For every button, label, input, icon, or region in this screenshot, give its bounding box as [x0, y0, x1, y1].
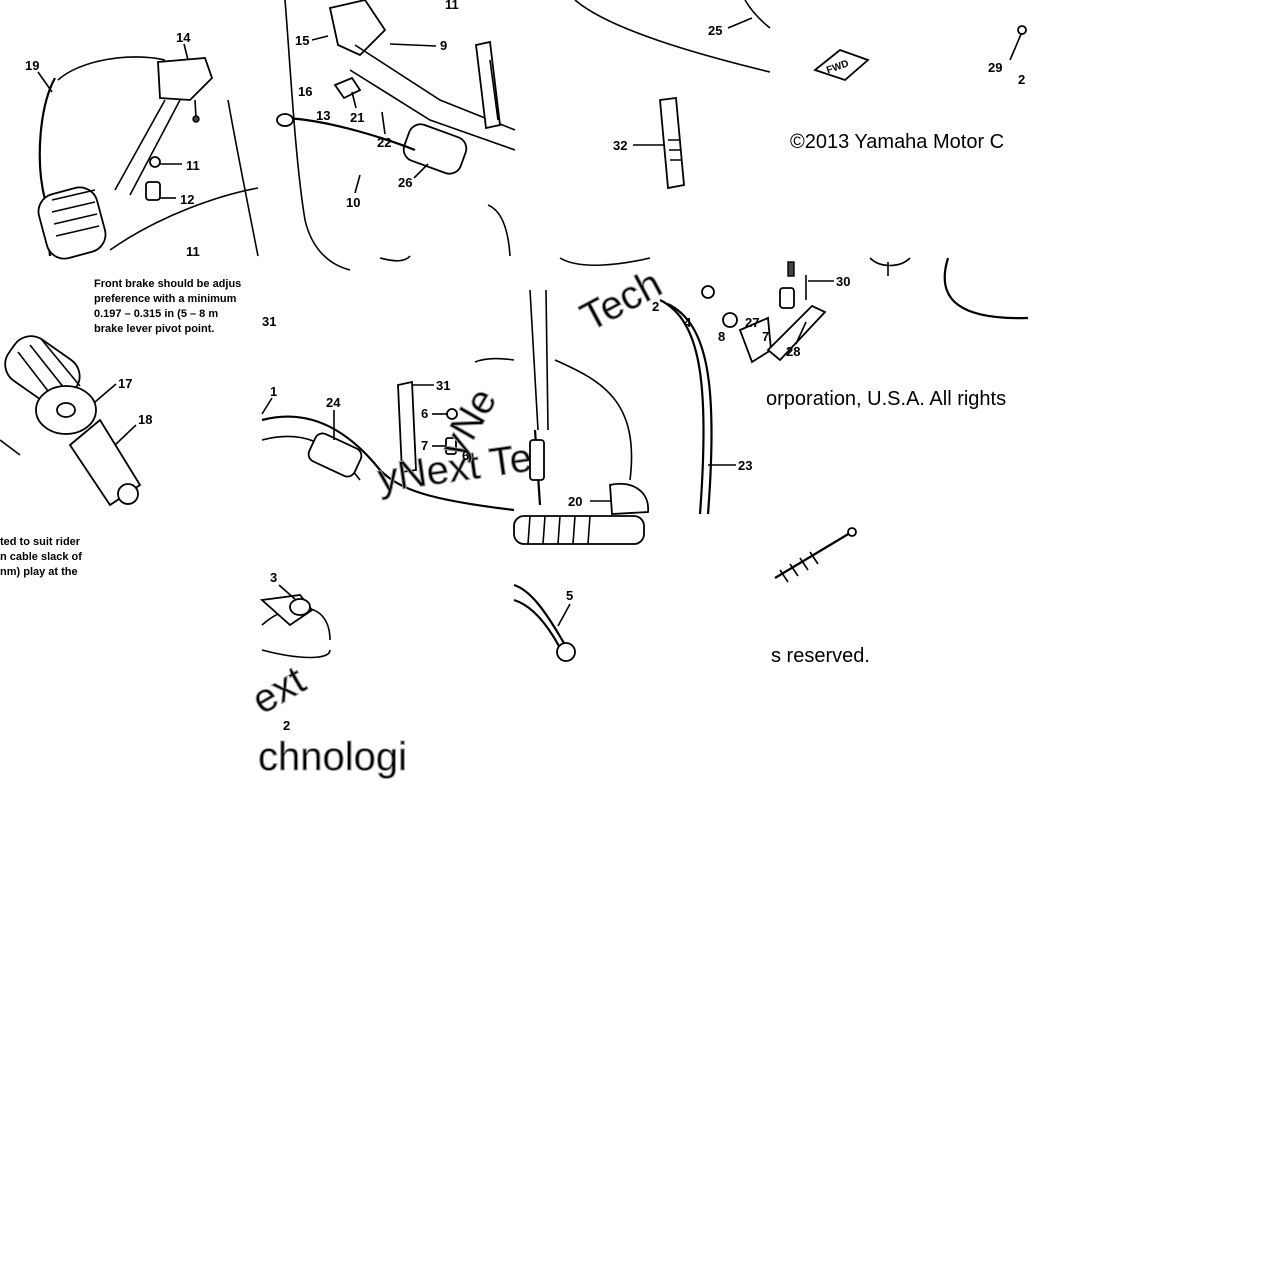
callout-2-a: 2: [1018, 72, 1025, 87]
callout-2-b: 2: [283, 718, 290, 733]
callout-5: 5: [566, 588, 573, 603]
note-line-2: preference with a minimum: [94, 293, 237, 305]
callout-20: 20: [568, 494, 582, 509]
callout-23: 23: [738, 458, 752, 473]
cable-end-fitting: [529, 439, 545, 481]
note-tail-3: nm) play at the: [0, 566, 78, 578]
tile-throttle-assembly: [37, 56, 259, 260]
cable-boot-20: [609, 482, 649, 515]
callout-29: 29: [988, 60, 1002, 75]
callout-11-b: 11: [186, 244, 200, 259]
cable-tie-top: [475, 40, 501, 130]
callout-18: 18: [138, 412, 152, 427]
master-cylinder: [328, 0, 387, 57]
note-tail-1: ted to suit rider: [0, 536, 81, 548]
callout-17: 17: [118, 376, 132, 391]
tile-left-grip: Front brake should be adjus preference w…: [0, 278, 241, 507]
callout-11-a: 11: [186, 158, 200, 173]
callout-19: 19: [25, 58, 39, 73]
grip-left: [402, 123, 468, 175]
cable-tie-32: [659, 96, 685, 190]
tile-clamp: orporation, U.S.A. All rights: [766, 257, 1029, 410]
tile-brake-lever: [276, 0, 516, 271]
clutch-lever-5: [513, 583, 566, 646]
copyright-line-1: ©2013 Yamaha Motor C: [790, 131, 1004, 153]
callout-14: 14: [176, 30, 191, 45]
callout-21: 21: [350, 110, 364, 125]
callout-3: 3: [270, 570, 277, 585]
tile-clutch-cable: Tech: [529, 257, 772, 515]
callout-10: 10: [346, 195, 360, 210]
tile-cable-tie: [574, 0, 771, 190]
callout-22: 22: [377, 135, 391, 150]
fwd-tag: [813, 48, 870, 82]
callout-26: 26: [398, 175, 412, 190]
clutch-cable-23: [659, 299, 705, 515]
callout-15: 15: [295, 33, 309, 48]
throttle-housing: [157, 57, 214, 101]
brake-lever: [284, 116, 416, 152]
tile-adjuster-bolt: s reserved.: [771, 527, 870, 667]
throttle-grip: [37, 186, 107, 260]
callout-27: 27: [745, 315, 759, 330]
callout-7-a: 7: [421, 438, 428, 453]
callouts: 19 14 11 12 11 11 15 9 16 13 21 22 26 10…: [25, 0, 1025, 733]
cable-tie-31: [397, 380, 417, 474]
callout-13: 13: [316, 108, 330, 123]
tile-note-tail: ted to suit rider n cable slack of nm) p…: [0, 536, 82, 578]
copyright-line-3: s reserved.: [771, 645, 870, 667]
callout-9: 9: [440, 38, 447, 53]
bolt-spacer: [145, 181, 161, 201]
switch-pad-24: [307, 432, 363, 478]
callout-7-b: 7: [762, 329, 769, 344]
adjuster-bolt: [774, 529, 856, 579]
callout-31-b: 31: [436, 378, 450, 393]
callout-12: 12: [180, 192, 194, 207]
callout-4: 4: [684, 315, 692, 330]
callout-6-a: 6: [421, 406, 428, 421]
tile-right-grip: [513, 515, 645, 662]
note-line-4: brake lever pivot point.: [94, 323, 214, 335]
callout-6-b: 6: [462, 448, 469, 463]
callout-8: 8: [718, 329, 725, 344]
callout-25: 25: [708, 23, 722, 38]
callout-24: 24: [326, 395, 341, 410]
tile-fwd-tag: FWD ©2013 Yamaha Motor C: [790, 25, 1027, 153]
callout-28: 28: [786, 344, 800, 359]
watermark-4: ext: [245, 658, 313, 723]
cable-adjuster: [289, 598, 311, 616]
callout-2-c: 2: [652, 299, 659, 314]
callout-16: 16: [298, 84, 312, 99]
watermark-5: chnologi: [258, 735, 407, 779]
note-line-1: Front brake should be adjus: [94, 278, 241, 290]
note-tail-2: n cable slack of: [0, 551, 82, 563]
callout-31-a: 31: [262, 314, 276, 329]
copyright-line-2: orporation, U.S.A. All rights: [766, 388, 1006, 410]
callout-32: 32: [613, 138, 627, 153]
right-grip: [513, 515, 645, 545]
throttle-tube: [68, 418, 142, 507]
note-line-3: 0.197 – 0.315 in (5 – 8 m: [94, 308, 218, 320]
tile-handlebar-mid: yNext Te yNe ext chnologi: [244, 357, 535, 780]
callout-1: 1: [270, 384, 277, 399]
callout-30: 30: [836, 274, 850, 289]
callout-11-c: 11: [445, 0, 459, 12]
